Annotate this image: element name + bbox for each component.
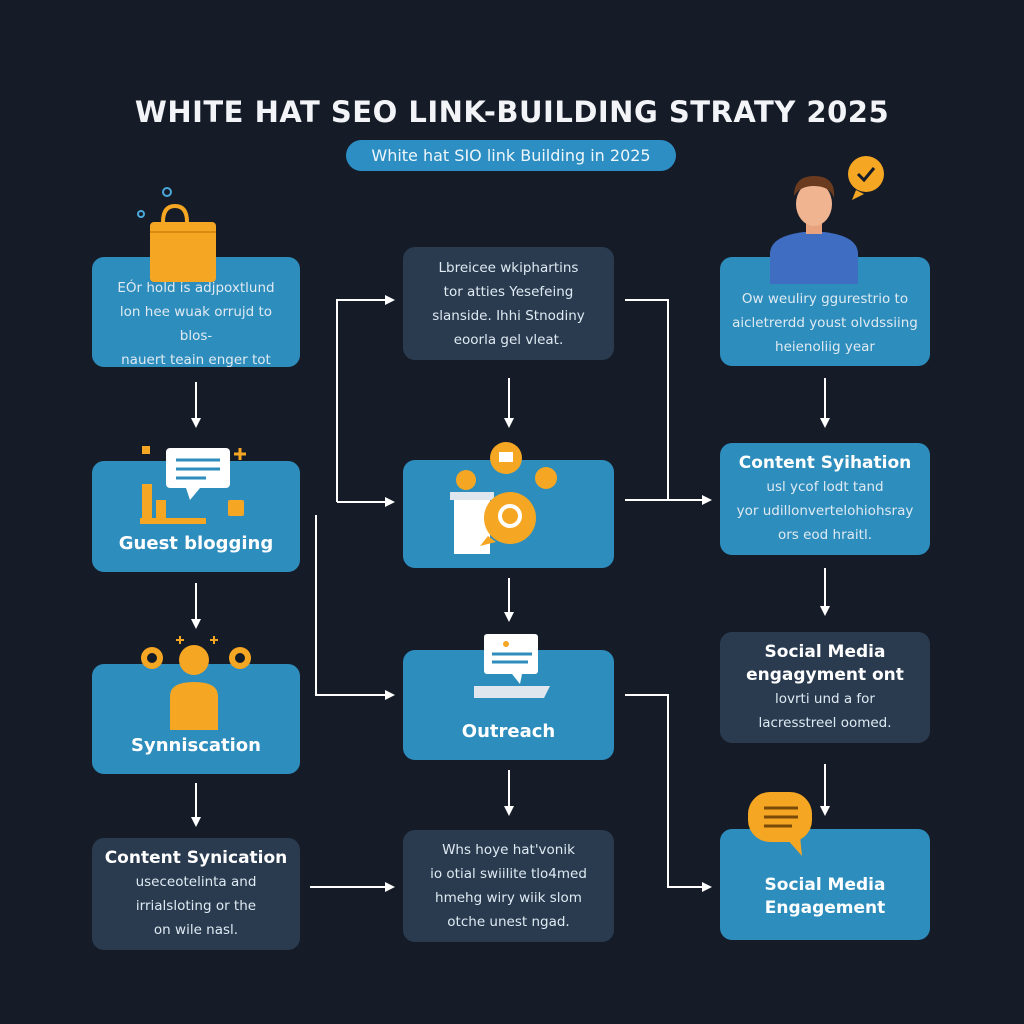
box-text: io otial swiilite tlo4med (430, 866, 587, 882)
infographic-title: WHITE HAT SEO LINK-BUILDING STRATY 2025 (134, 95, 890, 129)
box-text: Ow weuliry ggurestrio to (741, 290, 909, 307)
connector-elbow (336, 295, 395, 502)
box-text: useceotelinta and (135, 873, 257, 890)
laptop-message-icon (474, 634, 550, 698)
box-text: aicletrerdd youst olvdssiing (732, 314, 918, 331)
box-heading: engagyment ont (746, 664, 904, 685)
box-text: Whs hoye hat'vonik (442, 842, 575, 858)
box-text: lovrti und a for (775, 690, 875, 707)
connector-elbow (315, 515, 395, 700)
step-box-content-synication: Content Synication useceotelinta and irr… (92, 838, 300, 950)
box-heading: Content Synication (104, 847, 288, 868)
box-text: lacresstreel oomed. (758, 714, 892, 731)
box-text: nauert teain enger tot (121, 352, 271, 368)
box-text: usl ycof lodt tand (766, 478, 884, 495)
subtitle-pill: White hat SIO link Building in 2025 (346, 140, 676, 171)
box-text: lon hee wuak orrujd to blos- (119, 304, 273, 344)
box-text: Lbreicee wkiphartins (438, 259, 579, 276)
check-badge-icon (848, 156, 884, 200)
box-text: hmehg wiry wiik slom (435, 890, 582, 906)
box-text: tor atties Yesefeing (443, 283, 574, 300)
box-label: Guest blogging (118, 533, 274, 554)
step-box-summary: Whs hoye hat'vonik io otial swiilite tlo… (403, 830, 614, 942)
step-box-research: Lbreicee wkiphartins tor atties Yesefein… (403, 247, 614, 360)
connector-elbow (625, 299, 669, 500)
step-box-social-media-engagement: Social Media Engagement (720, 829, 930, 940)
box-text: eoorla gel vleat. (453, 331, 564, 348)
box-text: irrialsloting or the (135, 897, 257, 914)
step-box-social-engagement-text: Social Media engagyment ont lovrti und a… (720, 632, 930, 743)
box-text: EÓr hold is adjpoxtlund (117, 280, 275, 296)
box-text: otche unest ngad. (447, 914, 570, 930)
box-text: heienoliig year (775, 338, 875, 355)
box-heading: Social Media (764, 641, 886, 662)
step-box-content-syihation: Content Syihation usl ycof lodt tand yor… (720, 443, 930, 555)
box-label: Synniscation (131, 735, 261, 756)
speech-bubble-icon (748, 792, 812, 856)
box-text: yor udillonvertelohiohsray (736, 502, 914, 519)
box-heading: Social Media (764, 874, 886, 895)
box-text: slanside. Ihhi Stnodiny (432, 307, 585, 324)
box-label: Outreach (461, 721, 556, 742)
shopping-bag-icon (137, 187, 216, 282)
box-text: on wile nasl. (153, 921, 239, 938)
box-heading: Content Syihation (738, 452, 912, 473)
box-heading: Engagement (764, 897, 886, 918)
person-gears-icon (141, 636, 251, 730)
chat-chart-icon (140, 446, 246, 524)
connector-elbow (625, 694, 712, 892)
person-avatar-icon (770, 156, 884, 284)
podium-chat-icon (450, 442, 557, 554)
step-box-outreach: Outreach (403, 650, 614, 760)
box-text: ors eod hraitl. (777, 526, 873, 543)
